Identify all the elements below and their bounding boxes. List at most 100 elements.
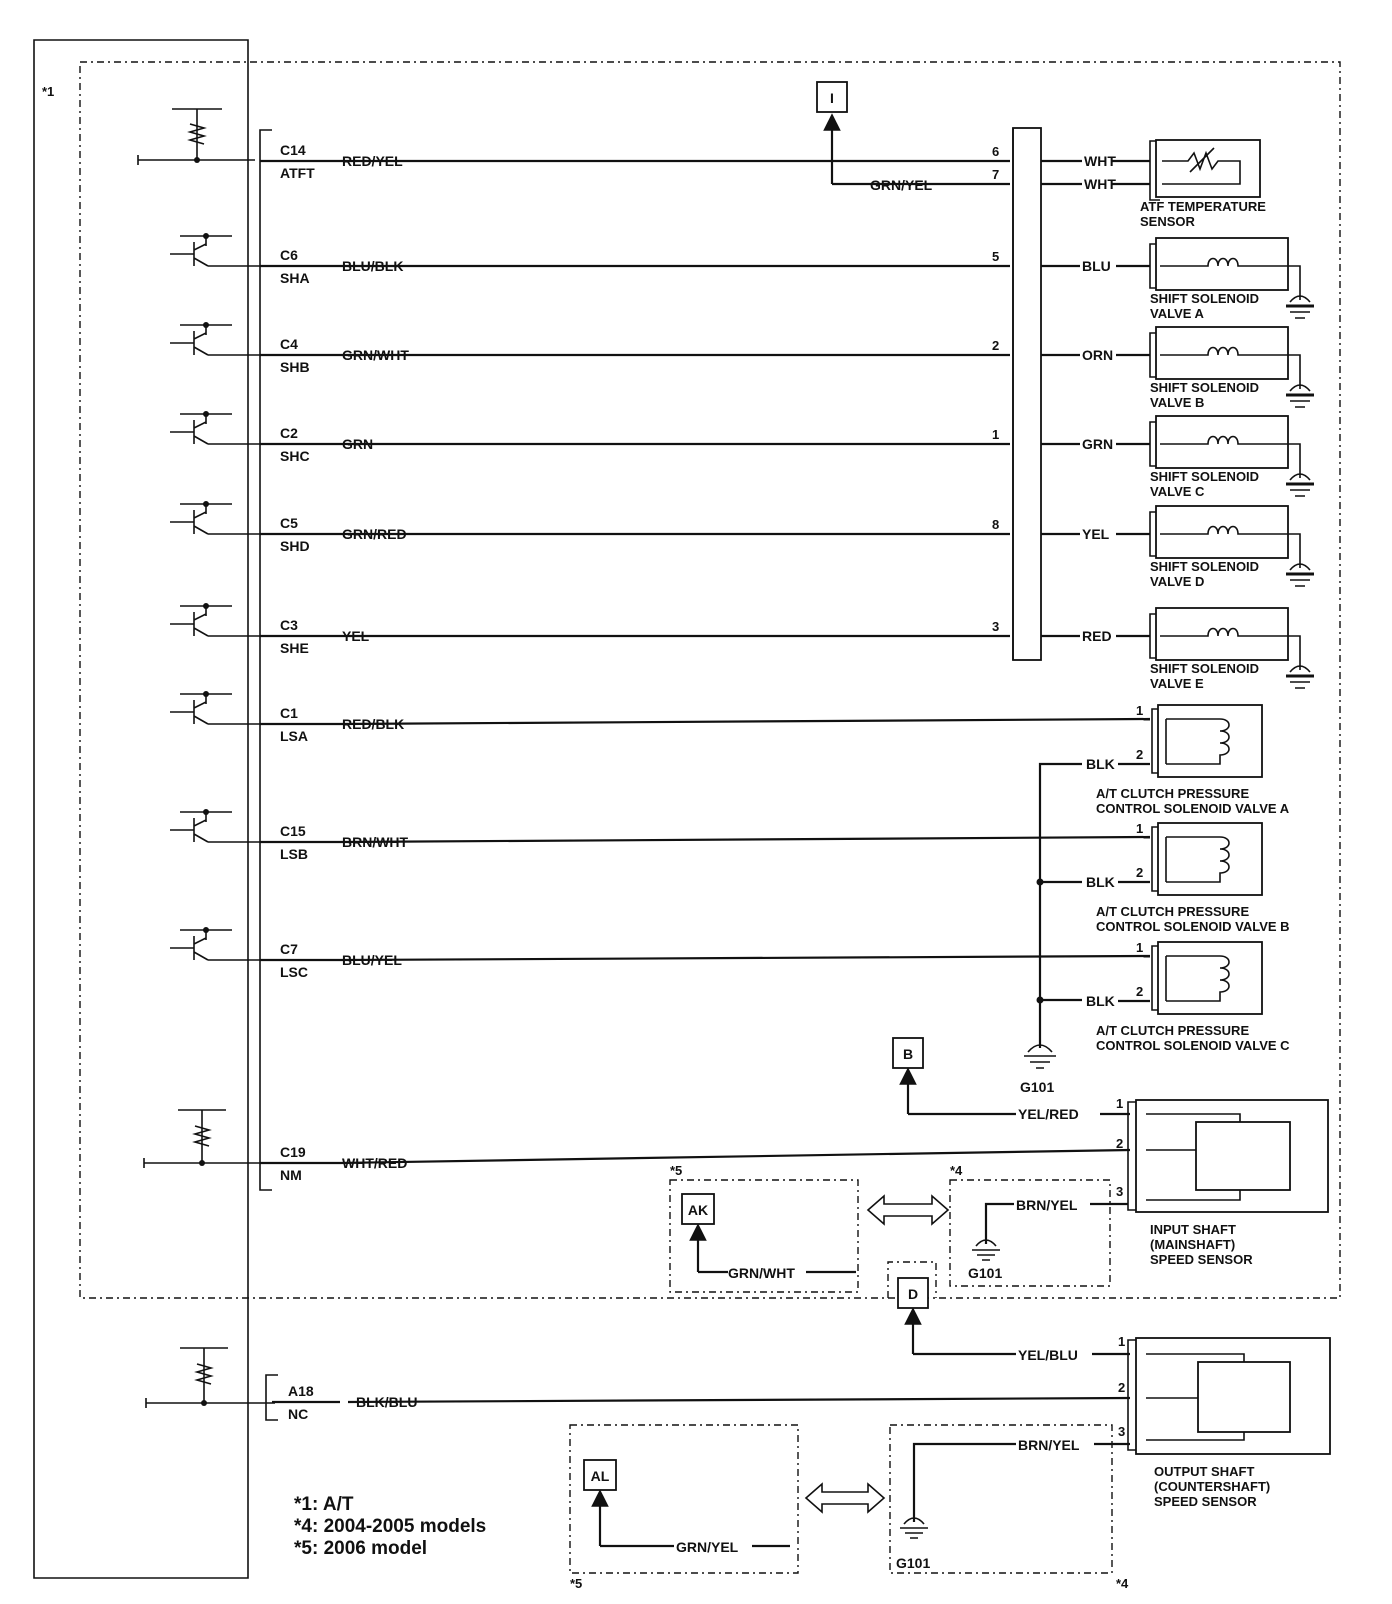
valve-name-2: CONTROL SOLENOID VALVE A bbox=[1096, 801, 1290, 816]
pin-id: C3 bbox=[280, 617, 298, 633]
pin-name: SHA bbox=[280, 270, 310, 286]
ground-main-label: G101 bbox=[1020, 1079, 1054, 1095]
pullup-resistor-icon bbox=[145, 1347, 275, 1408]
note-1: *1: A/T bbox=[294, 1494, 354, 1515]
pin-name: ATFT bbox=[280, 165, 315, 181]
solenoid-name-2: VALVE C bbox=[1150, 484, 1205, 499]
ecm-connector-bracket bbox=[259, 129, 278, 1421]
input-wire1: YEL/RED bbox=[1018, 1106, 1079, 1122]
valve-name-2: CONTROL SOLENOID VALVE C bbox=[1096, 1038, 1290, 1053]
connector-pin-number: 7 bbox=[992, 167, 999, 182]
output-name-2: (COUNTERSHAFT) bbox=[1154, 1479, 1270, 1494]
pin-id: C7 bbox=[280, 941, 298, 957]
pullup-resistor-icon bbox=[143, 1109, 275, 1168]
atf-name-1: ATF TEMPERATURE bbox=[1140, 199, 1266, 214]
valve-pin1: 1 bbox=[1136, 703, 1143, 718]
connector-pin-number: 1 bbox=[992, 427, 999, 442]
double-arrow-icon bbox=[804, 1482, 886, 1514]
at-boundary-notch bbox=[887, 1261, 937, 1298]
ground-icon bbox=[1286, 473, 1314, 497]
solenoid-name-1: SHIFT SOLENOID bbox=[1150, 380, 1259, 395]
transistor-icon bbox=[170, 927, 260, 961]
output-wire1: YEL/BLU bbox=[1018, 1347, 1078, 1363]
ground-icon bbox=[1286, 563, 1314, 587]
transistor-icon bbox=[170, 411, 260, 445]
valve-name-1: A/T CLUTCH PRESSURE bbox=[1096, 1023, 1249, 1038]
input-name-1: INPUT SHAFT bbox=[1150, 1222, 1236, 1237]
pin-name: LSA bbox=[280, 728, 308, 744]
clutch-ground-bus: G101 bbox=[1020, 762, 1082, 1095]
ground-icon bbox=[900, 1517, 928, 1539]
output-alt5-wire: GRN/YEL bbox=[676, 1539, 739, 1555]
tap-i-label: I bbox=[830, 90, 834, 106]
ground-icon bbox=[1286, 384, 1314, 408]
atf-temperature-sensor: WHT WHT ATF TEMPERATURE SENSOR bbox=[1041, 139, 1266, 229]
solenoid-name-2: VALVE B bbox=[1150, 395, 1204, 410]
output-name-3: SPEED SENSOR bbox=[1154, 1494, 1257, 1509]
valve-pin2: 2 bbox=[1136, 747, 1143, 762]
output-pin2: 2 bbox=[1118, 1380, 1125, 1395]
pin-id: C2 bbox=[280, 425, 298, 441]
output-alt4-ground: G101 bbox=[896, 1555, 930, 1571]
ground-icon bbox=[1286, 295, 1314, 319]
solenoid-name-2: VALVE E bbox=[1150, 676, 1204, 691]
note-5: *5: 2006 model bbox=[294, 1538, 427, 1559]
ground-icon bbox=[1286, 665, 1314, 689]
ground-icon bbox=[972, 1239, 1000, 1261]
input-name-3: SPEED SENSOR bbox=[1150, 1252, 1253, 1267]
atf-wire1: WHT bbox=[1084, 153, 1116, 169]
input-alt5-tap: AK bbox=[688, 1202, 708, 1218]
input-name-2: (MAINSHAFT) bbox=[1150, 1237, 1235, 1252]
connector-pin-number: 8 bbox=[992, 517, 999, 532]
pin-id: C4 bbox=[280, 336, 298, 352]
solenoid-wire-color: RED bbox=[1082, 628, 1112, 644]
solenoid-wire-color: ORN bbox=[1082, 347, 1113, 363]
pin-name: NM bbox=[280, 1167, 302, 1183]
pullup-resistor-icon bbox=[137, 108, 255, 165]
input-alt4-wire: BRN/YEL bbox=[1016, 1197, 1078, 1213]
input-pin1: 1 bbox=[1116, 1096, 1123, 1111]
input-tap-label: B bbox=[903, 1046, 913, 1062]
ecm-internal-circuits bbox=[137, 108, 275, 1408]
at-boundary bbox=[79, 61, 1341, 1299]
valve-name-1: A/T CLUTCH PRESSURE bbox=[1096, 904, 1249, 919]
solenoid-name-1: SHIFT SOLENOID bbox=[1150, 559, 1259, 574]
tap-i: I GRN/YEL bbox=[816, 81, 1010, 193]
output-alt5-note: *5 bbox=[570, 1576, 582, 1591]
valve-pin2: 2 bbox=[1136, 984, 1143, 999]
ecm-note: *1 bbox=[42, 84, 54, 99]
output-alt4-note: *4 bbox=[1116, 1576, 1129, 1591]
input-alt5-note: *5 bbox=[670, 1163, 682, 1178]
legend-notes: *1: A/T *4: 2004-2005 models *5: 2006 mo… bbox=[294, 1494, 486, 1559]
atf-wire2: WHT bbox=[1084, 176, 1116, 192]
transistor-icon bbox=[170, 809, 260, 843]
valve-wire-color: BLK bbox=[1086, 874, 1115, 890]
note-4: *4: 2004-2005 models bbox=[294, 1516, 486, 1537]
connector-pin-number: 3 bbox=[992, 619, 999, 634]
connector-pin-number: 2 bbox=[992, 338, 999, 353]
inline-connector bbox=[1012, 127, 1042, 661]
pin-name: SHB bbox=[280, 359, 310, 375]
connector-pin-number: 5 bbox=[992, 249, 999, 264]
solenoid-wire-color: BLU bbox=[1082, 258, 1111, 274]
output-alt4-wire: BRN/YEL bbox=[1018, 1437, 1080, 1453]
solenoid-name-2: VALVE A bbox=[1150, 306, 1205, 321]
input-pin3: 3 bbox=[1116, 1184, 1123, 1199]
solenoid-name-1: SHIFT SOLENOID bbox=[1150, 469, 1259, 484]
valve-pin1: 1 bbox=[1136, 821, 1143, 836]
input-shaft-speed-sensor: B YEL/RED 1 2 3 INPUT SHAFT (MAINSHAFT) … bbox=[669, 1037, 1329, 1293]
transistor-icon bbox=[170, 233, 260, 267]
pin-name: LSB bbox=[280, 846, 308, 862]
pin-name: LSC bbox=[280, 964, 308, 980]
solenoid-wire-color: YEL bbox=[1082, 526, 1110, 542]
